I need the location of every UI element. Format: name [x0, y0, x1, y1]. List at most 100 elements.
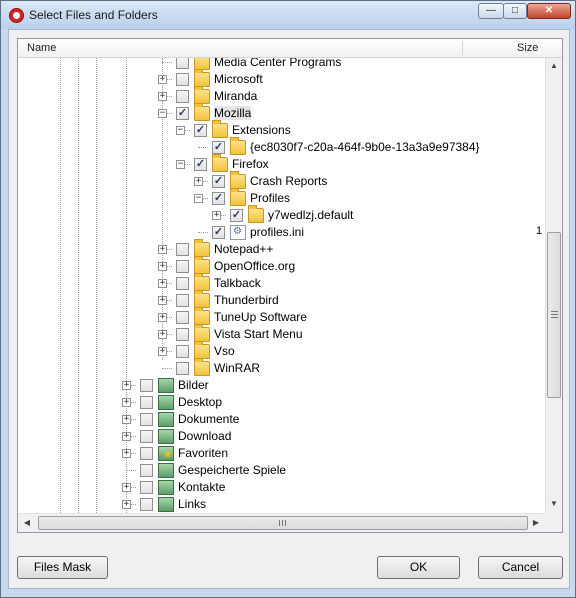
tree-row[interactable]: + Vista Start Menu: [18, 324, 545, 343]
tree-row[interactable]: −✓ Extensions: [18, 120, 545, 139]
tree-item-label[interactable]: Crash Reports: [250, 174, 328, 188]
checkbox-unchecked[interactable]: [176, 58, 189, 69]
collapse-icon[interactable]: −: [194, 193, 203, 203]
checkbox-unchecked[interactable]: [176, 260, 189, 273]
tree-item-label[interactable]: Mozilla: [214, 106, 252, 120]
checkbox-checked[interactable]: ✓: [212, 226, 225, 239]
checkbox-unchecked[interactable]: [140, 430, 153, 443]
expand-icon[interactable]: +: [122, 431, 131, 441]
tree-item-label[interactable]: Download: [178, 429, 232, 443]
checkbox-unchecked[interactable]: [176, 90, 189, 103]
checkbox-unchecked[interactable]: [140, 413, 153, 426]
checkbox-checked[interactable]: ✓: [212, 192, 225, 205]
checkbox-unchecked[interactable]: [140, 379, 153, 392]
collapse-icon[interactable]: −: [158, 108, 167, 118]
expand-icon[interactable]: +: [158, 346, 167, 356]
tree-item-label[interactable]: WinRAR: [214, 361, 261, 375]
collapse-icon[interactable]: −: [176, 125, 185, 135]
tree-row[interactable]: +Desktop: [18, 394, 545, 411]
column-size-header[interactable]: Size: [517, 42, 539, 54]
checkbox-unchecked[interactable]: [176, 311, 189, 324]
tree-row[interactable]: Media Center Programs: [18, 58, 545, 71]
checkbox-unchecked[interactable]: [176, 243, 189, 256]
tree-row[interactable]: + ✓ Crash Reports: [18, 171, 545, 190]
expand-icon[interactable]: +: [122, 448, 131, 458]
tree-row[interactable]: + TuneUp Software: [18, 307, 545, 326]
checkbox-unchecked[interactable]: [176, 328, 189, 341]
checkbox-checked[interactable]: ✓: [194, 124, 207, 137]
expand-icon[interactable]: +: [158, 295, 167, 305]
tree-row[interactable]: +Kontakte: [18, 479, 545, 496]
tree-row[interactable]: +OpenOffice.org: [18, 256, 545, 275]
tree-row[interactable]: −✓ Profiles: [18, 188, 545, 207]
checkbox-checked[interactable]: ✓: [176, 107, 189, 120]
checkbox-unchecked[interactable]: [140, 396, 153, 409]
expand-icon[interactable]: +: [158, 329, 167, 339]
tree-item-label[interactable]: {ec8030f7-c20a-464f-9b0e-13a3a9e97384}: [250, 140, 480, 154]
tree-row[interactable]: +★Favoriten: [18, 445, 545, 462]
expand-icon[interactable]: +: [158, 261, 167, 271]
checkbox-unchecked[interactable]: [176, 345, 189, 358]
tree-row[interactable]: +Microsoft: [18, 69, 545, 88]
expand-icon[interactable]: +: [122, 482, 131, 492]
expand-icon[interactable]: +: [194, 176, 203, 186]
tree-row[interactable]: +Dokumente: [18, 411, 545, 428]
checkbox-unchecked[interactable]: [176, 362, 189, 375]
scroll-left-arrow-icon[interactable]: ◀: [23, 518, 31, 527]
tree-row[interactable]: −✓ Firefox: [18, 154, 545, 173]
expand-icon[interactable]: +: [122, 499, 131, 509]
tree-row[interactable]: −✓ Mozilla: [18, 103, 545, 122]
horizontal-scroll-thumb[interactable]: [38, 516, 528, 530]
tree-item-label[interactable]: y7wedlzj.default: [268, 208, 354, 222]
checkbox-checked[interactable]: ✓: [212, 175, 225, 188]
checkbox-unchecked[interactable]: [176, 73, 189, 86]
files-mask-button[interactable]: Files Mask: [17, 556, 108, 579]
tree-row[interactable]: + ✓ y7wedlzj.default: [18, 205, 545, 224]
checkbox-unchecked[interactable]: [176, 277, 189, 290]
tree-item-label[interactable]: Thunderbird: [214, 293, 279, 307]
title-bar[interactable]: Select Files and Folders — □ ✕: [1, 1, 575, 29]
checkbox-unchecked[interactable]: [140, 464, 153, 477]
tree-item-label[interactable]: Notepad++: [214, 242, 274, 256]
tree-item-label[interactable]: Desktop: [178, 395, 223, 409]
checkbox-checked[interactable]: ✓: [194, 158, 207, 171]
checkbox-unchecked[interactable]: [140, 447, 153, 460]
vertical-scroll-thumb[interactable]: [547, 232, 561, 398]
tree-row[interactable]: + Download: [18, 428, 545, 445]
tree-row[interactable]: + Talkback: [18, 273, 545, 292]
column-divider[interactable]: [462, 41, 463, 55]
maximize-button[interactable]: □: [503, 3, 527, 19]
tree-item-label[interactable]: Vso: [214, 344, 235, 358]
tree-item-label[interactable]: TuneUp Software: [214, 310, 307, 324]
column-name-header[interactable]: Name: [27, 42, 57, 54]
tree-item-label[interactable]: Dokumente: [178, 412, 240, 426]
minimize-button[interactable]: —: [478, 3, 504, 19]
expand-icon[interactable]: +: [158, 91, 167, 101]
tree-row[interactable]: + Vso: [18, 341, 545, 360]
tree-item-label[interactable]: Talkback: [214, 276, 261, 290]
tree-item-label[interactable]: Miranda: [214, 89, 258, 103]
scroll-right-arrow-icon[interactable]: ▶: [532, 518, 540, 527]
expand-icon[interactable]: +: [158, 278, 167, 288]
tree-row[interactable]: +Notepad++: [18, 239, 545, 258]
tree-item-label[interactable]: Bilder: [178, 378, 209, 392]
tree-item-label[interactable]: Profiles: [250, 191, 291, 205]
tree-item-label[interactable]: profiles.ini: [250, 225, 305, 239]
tree-row[interactable]: + Miranda: [18, 86, 545, 105]
tree-item-label[interactable]: Vista Start Menu: [214, 327, 303, 341]
tree-item-label[interactable]: Firefox: [232, 157, 269, 171]
tree-row[interactable]: +Bilder: [18, 377, 545, 394]
checkbox-checked[interactable]: ✓: [212, 141, 225, 154]
expand-icon[interactable]: +: [212, 210, 221, 220]
tree-item-label[interactable]: Extensions: [232, 123, 291, 137]
checkbox-unchecked[interactable]: [176, 294, 189, 307]
collapse-icon[interactable]: −: [176, 159, 185, 169]
checkbox-checked[interactable]: ✓: [230, 209, 243, 222]
vertical-scrollbar[interactable]: ▲ ▼: [545, 58, 562, 513]
tree-item-label[interactable]: Links: [178, 497, 207, 511]
tree-item-label[interactable]: Microsoft: [214, 72, 263, 86]
cancel-button[interactable]: Cancel: [478, 556, 563, 579]
expand-icon[interactable]: +: [158, 312, 167, 322]
scroll-up-arrow-icon[interactable]: ▲: [550, 61, 558, 70]
tree-item-label[interactable]: Media Center Programs: [214, 58, 342, 69]
